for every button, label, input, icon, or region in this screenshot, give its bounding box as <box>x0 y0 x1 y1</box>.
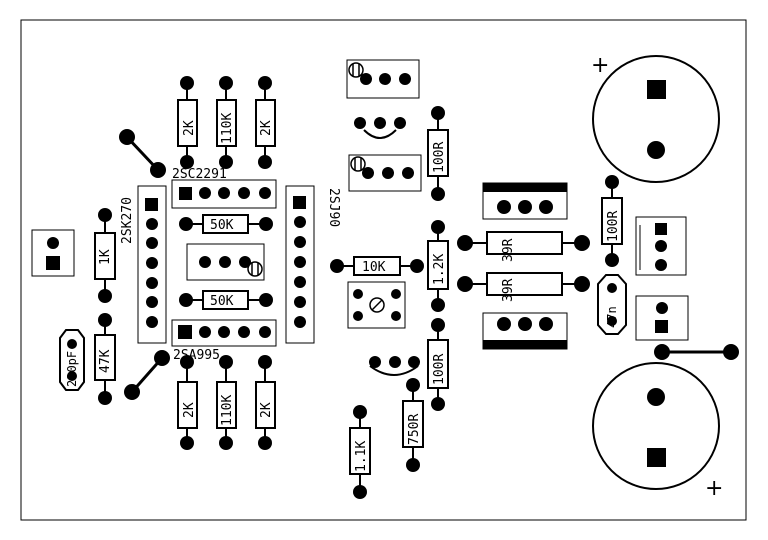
resistor-1-1k: 1.1K <box>349 405 371 499</box>
resistor-50k-top: 50K <box>179 214 273 234</box>
trimmer-center <box>186 243 265 281</box>
jumper-top-left <box>119 129 166 178</box>
resistor-50k-top-label: 50K <box>210 218 234 233</box>
transistor-2sj90-label: 2SJ90 <box>326 188 341 227</box>
resistor-top-110k: 110K <box>216 76 237 169</box>
transistor-2sk270: 2SK270 <box>120 185 167 344</box>
jumper-bottom-left <box>124 350 170 400</box>
electrolytic-cap-top: + <box>591 53 720 183</box>
power-transistor-bottom <box>482 312 568 350</box>
resistor-bot-2k-right: 2K <box>255 355 276 450</box>
resistor-bot-2k-left-label: 2K <box>182 402 197 418</box>
transistor-to92-bottom <box>369 356 420 376</box>
transistor-2sj90: 2SJ90 <box>285 185 341 344</box>
resistor-1k: 1K <box>94 208 116 303</box>
output-connector-top <box>635 216 687 276</box>
resistor-top-2k-right-label: 2K <box>259 120 274 136</box>
resistor-100r-top-label: 100R <box>432 142 447 173</box>
resistor-39r-top-label: 39R <box>501 238 516 262</box>
electrolytic-cap-bottom: + <box>592 362 723 501</box>
resistor-39r-top: 39R <box>457 231 590 262</box>
capacitor-220pf: 220pF <box>59 329 85 391</box>
resistor-bot-2k-right-label: 2K <box>259 402 274 418</box>
resistor-100r-bottom: 100R <box>427 318 449 411</box>
resistor-100r-bottom-label: 100R <box>432 354 447 385</box>
resistor-50k-bot: 50K <box>179 290 273 310</box>
resistor-50k-bot-label: 50K <box>210 294 234 309</box>
transistor-2sc2291: 2SC2291 <box>171 167 277 209</box>
transistor-block-top <box>346 59 420 99</box>
transistor-2sk270-label: 2SK270 <box>120 197 135 244</box>
resistor-bot-110k: 110K <box>216 355 237 450</box>
capacitor-47n: 47n <box>597 274 627 335</box>
resistor-1-2k-label: 1.2K <box>432 254 447 285</box>
resistor-100r-right: 100R <box>601 175 623 267</box>
transistor-2sa995: 2SA995 <box>171 319 277 363</box>
resistor-top-2k-left-label: 2K <box>182 120 197 136</box>
power-transistor-top <box>482 182 568 220</box>
resistor-750r-label: 750R <box>407 414 422 445</box>
resistor-100r-right-label: 100R <box>606 211 621 242</box>
resistor-top-110k-label: 110K <box>220 113 235 144</box>
resistor-top-2k-left: 2K <box>177 76 198 169</box>
transistor-block-mid <box>348 154 422 192</box>
transistor-2sa995-label: 2SA995 <box>173 348 220 363</box>
resistor-1-1k-label: 1.1K <box>354 441 369 472</box>
resistor-750r: 750R <box>402 378 424 472</box>
resistor-39r-bottom-label: 39R <box>501 278 516 302</box>
input-connector <box>31 229 75 277</box>
resistor-top-2k-right: 2K <box>255 76 276 169</box>
cap-bottom-plus-label: + <box>705 476 723 501</box>
resistor-1k-label: 1K <box>98 249 113 265</box>
output-connector-bottom <box>635 295 689 341</box>
preset-pot <box>347 281 406 329</box>
resistor-10k-label: 10K <box>362 260 386 275</box>
capacitor-220pf-label: 220pF <box>65 351 79 387</box>
resistor-47k: 47K <box>94 313 116 405</box>
resistor-10k: 10K <box>330 256 424 276</box>
capacitor-47n-label: 47n <box>605 306 619 328</box>
transistor-2sc2291-label: 2SC2291 <box>172 167 227 182</box>
resistor-bot-110k-label: 110K <box>220 395 235 426</box>
resistor-bot-2k-left: 2K <box>177 355 198 450</box>
transistor-to92-top <box>354 117 406 139</box>
resistor-1-2k: 1.2K <box>427 220 449 312</box>
resistor-100r-top: 100R <box>427 106 449 201</box>
resistor-39r-bottom: 39R <box>457 272 590 302</box>
resistor-47k-label: 47K <box>98 349 113 373</box>
jumper-right <box>654 344 739 360</box>
cap-top-plus-label: + <box>591 53 609 78</box>
